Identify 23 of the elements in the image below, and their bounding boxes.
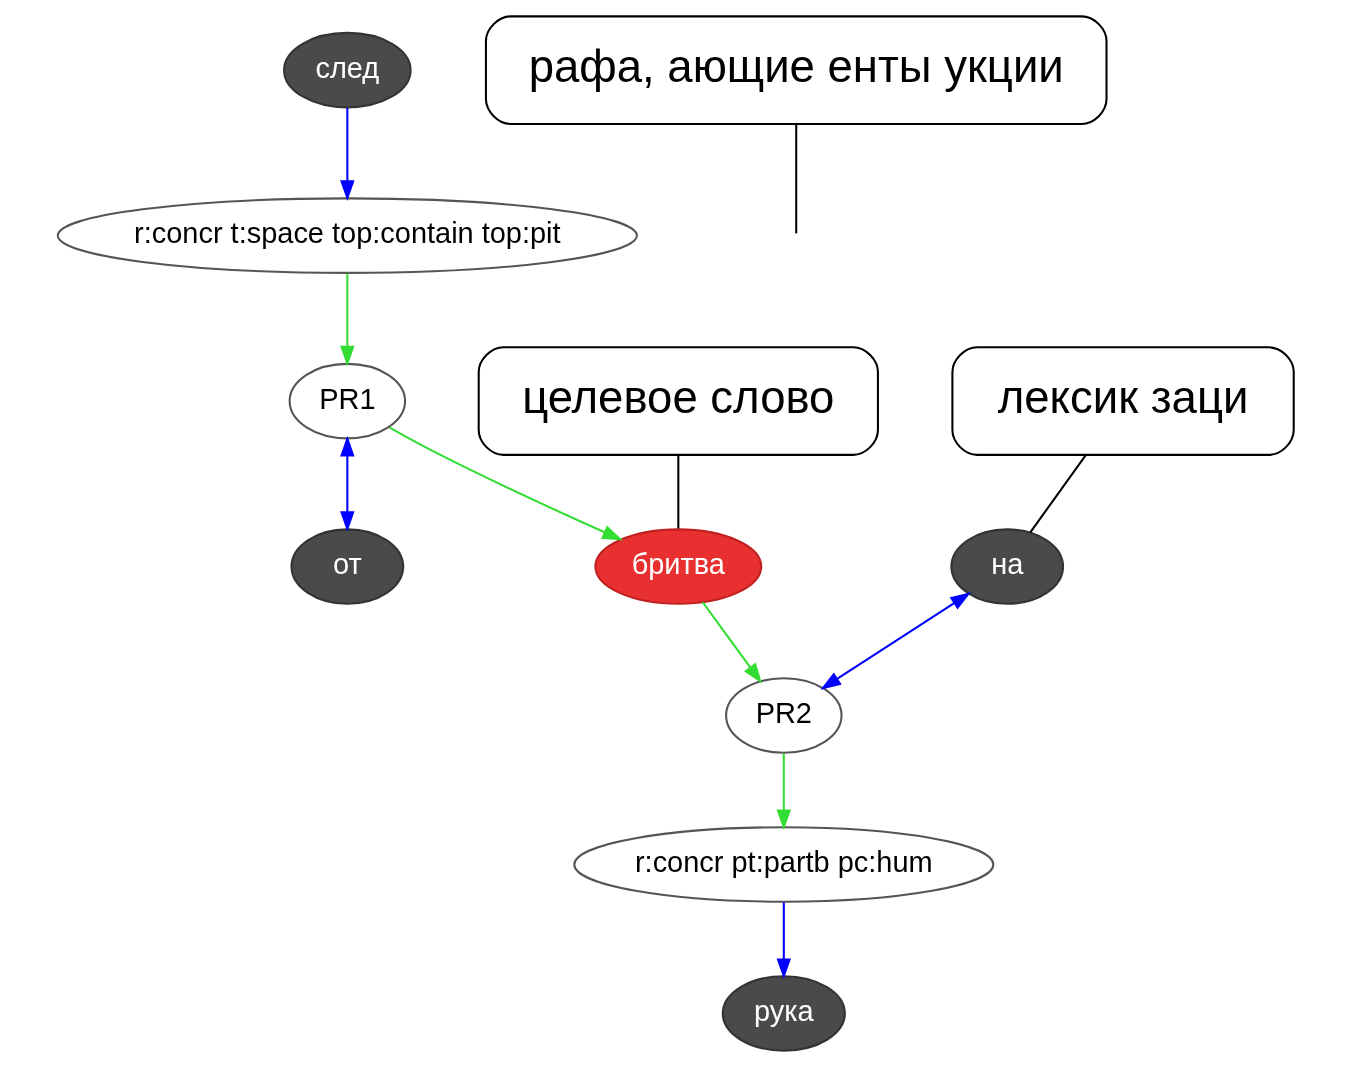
- node-ellipse: PR2: [725, 677, 843, 754]
- node-box: целевое слово: [477, 346, 879, 456]
- arrow: [340, 108, 355, 201]
- node-ellipse: бритва: [594, 528, 763, 605]
- arrow: [820, 592, 971, 690]
- arrow: [701, 601, 763, 684]
- arrow: [776, 753, 792, 831]
- node-ellipse: от: [290, 528, 405, 605]
- connector: [795, 124, 798, 234]
- node-box: рафа, ающие енты укции: [484, 15, 1108, 125]
- arrow: [776, 902, 792, 980]
- node-ellipse: на: [950, 528, 1065, 605]
- node-ellipse: след: [283, 31, 412, 109]
- node-ellipse: рука: [721, 975, 846, 1052]
- arrow: [340, 435, 355, 532]
- connector: [677, 455, 680, 529]
- arrow: [340, 273, 355, 367]
- node-ellipse: PR1: [288, 362, 407, 440]
- arrow: [389, 426, 623, 541]
- connector: [1029, 454, 1087, 534]
- node-ellipse: r:concr pt:partb pc:hum: [573, 826, 995, 903]
- node-ellipse: r:concr t:space top:contain top:pit: [56, 197, 638, 274]
- node-box: лексик заци: [951, 346, 1295, 456]
